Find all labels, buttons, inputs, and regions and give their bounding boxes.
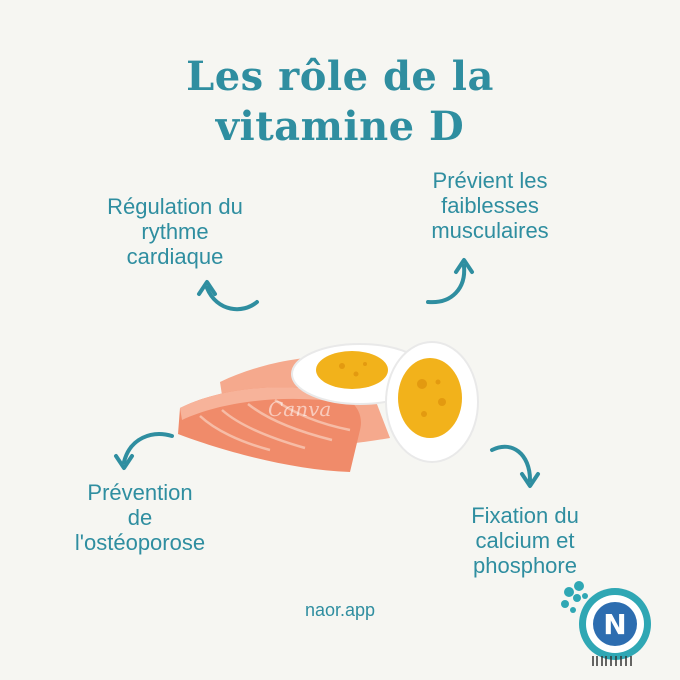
curved-arrow-icon: [426, 258, 474, 305]
curved-arrow-icon: [114, 432, 174, 470]
logo-letter: N: [603, 608, 626, 641]
benefit-line: phosphore: [473, 553, 577, 578]
benefit-line: calcium et: [475, 528, 575, 553]
curved-arrow-icon: [490, 444, 540, 488]
footer-url: naor.app: [304, 600, 376, 620]
benefit-line: musculaires: [431, 218, 549, 243]
benefit-line: faiblesses: [441, 193, 539, 218]
benefit-line: Fixation du: [471, 503, 579, 528]
benefit-line: Régulation du: [107, 194, 243, 219]
curved-arrow-icon: [197, 280, 259, 312]
naor-logo-icon: N: [561, 581, 651, 666]
benefit-muscle-weakness: Prévient les faiblesses musculaires: [395, 168, 585, 243]
benefit-osteoporosis: Prévention de l'ostéoporose: [40, 480, 240, 555]
benefit-calcium-fixation: Fixation du calcium et phosphore: [430, 503, 620, 578]
benefit-line: Prévient les: [432, 168, 548, 193]
salmon-and-eggs-illustration: Canva: [178, 341, 479, 472]
title-line-1: Les rôle de la: [186, 53, 494, 100]
benefit-line: cardiaque: [126, 244, 224, 269]
benefit-line: rythme: [141, 219, 209, 244]
page-title: Les rôle de la vitamine D: [0, 52, 680, 152]
title-line-2: vitamine D: [215, 103, 465, 150]
watermark-text: Canva: [268, 397, 331, 421]
benefit-heart-rhythm: Régulation du rythme cardiaque: [70, 194, 280, 269]
benefit-line: de: [127, 505, 153, 530]
benefit-line: l'ostéoporose: [74, 530, 206, 555]
benefit-line: Prévention: [87, 480, 193, 505]
